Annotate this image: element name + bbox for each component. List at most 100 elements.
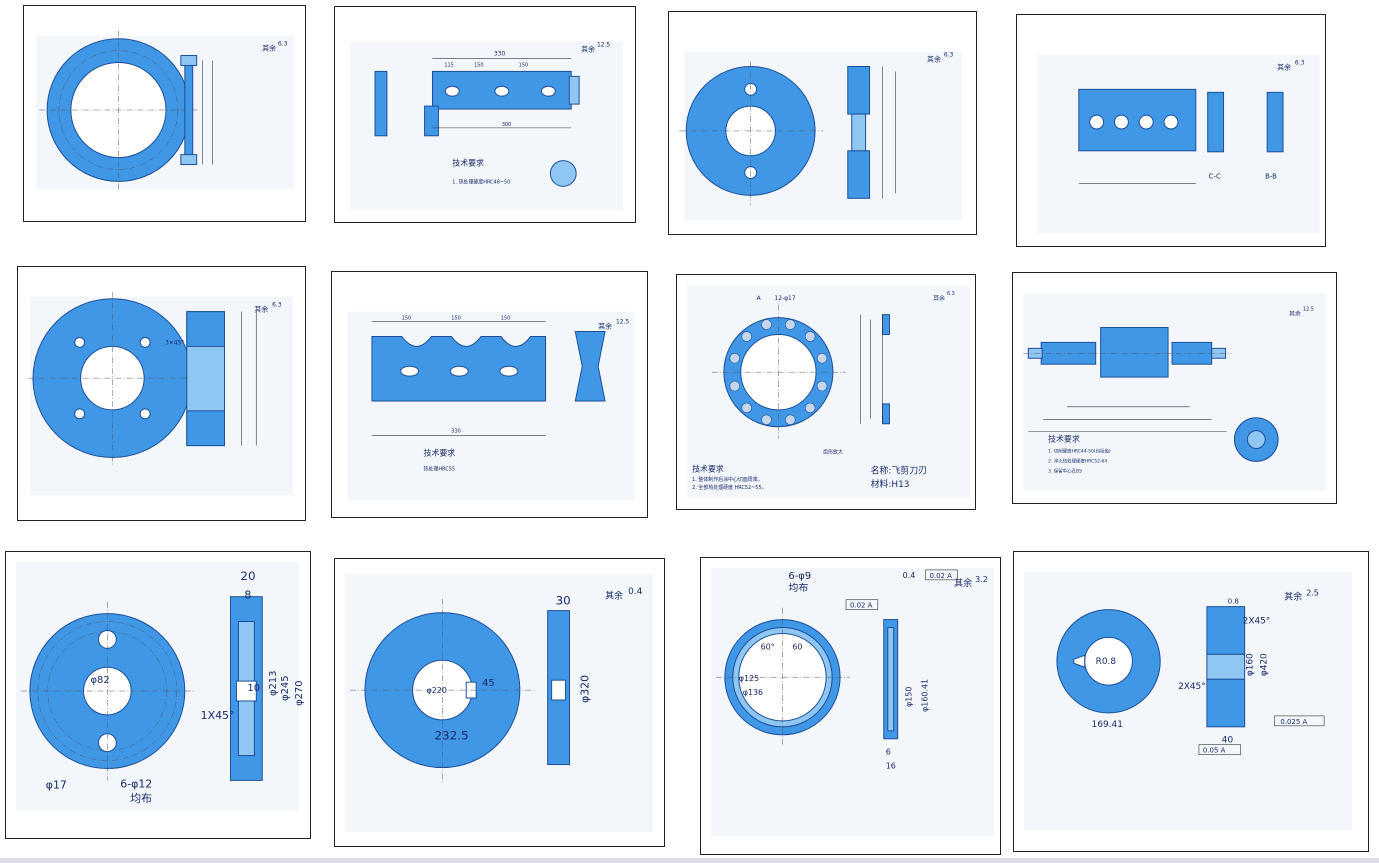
drawing-shape [729,353,741,364]
drawing-shape [1073,654,1086,668]
drawing-shape [785,319,796,330]
dimension-label: 40 [1222,736,1234,746]
dimension-label: 3. 保留中心孔B5 [1048,467,1082,474]
dimension-label: 60 [792,642,802,651]
drawing-shape [74,336,86,348]
dimension-label: R0.8 [1096,657,1117,667]
drawing-shape [761,414,772,426]
drawing-shape [180,55,198,66]
drawing-shape [400,365,420,377]
dimension-label: φ160 [1246,653,1256,676]
drawing-shape [804,331,816,342]
dimension-label: 150 [402,316,411,322]
dimension-label: 2. 全部热处理硬度 HRC52~55。 [692,484,766,491]
drawing-shape [139,408,151,420]
dimension-label: 6 [886,748,891,757]
dimension-label: 169.41 [1092,720,1123,730]
drawing-shape [449,365,469,377]
dimension-label: 6.3 [1295,60,1305,67]
dimension-label: φ213 [268,671,279,696]
dimension-label: 其余 [605,590,623,602]
dimension-label: 其余 [581,45,595,54]
dimension-label: 115 [444,62,453,68]
drawing-shape [851,113,867,152]
dimension-label: 2.5 [1306,589,1319,598]
dimension-label: φ420 [1259,653,1269,676]
drawing-shape [729,380,741,392]
dimension-label: 6-φ12 [120,777,152,790]
dimension-label: 其余 [927,55,941,64]
dimension-label: 其余 [1277,63,1291,72]
drawing-shape [1207,91,1225,153]
drawing-shape [1089,114,1105,130]
dimension-label: 6.3 [947,291,955,297]
dimension-label: 150 [519,62,528,68]
drawing-shape [424,105,439,137]
drawing-shape [1206,606,1246,655]
drawing-shape [494,85,510,97]
drawing-shape [444,85,460,97]
drawing-shape [551,679,567,701]
drawing-shape [235,680,257,702]
drawing-shape [847,150,871,199]
dimension-label: 2X45° [1243,617,1271,627]
drawing-shape [499,365,519,377]
dimension-label: φ245 [280,675,291,700]
drawing-shape [139,336,151,348]
dimension-label: φ125 [739,674,759,683]
drawing-shape [1100,327,1169,378]
dimension-label: 6-φ9 [788,571,811,582]
drawing-shape [180,154,198,166]
dimension-label: 其余 [1289,310,1301,318]
drawing-shape [741,331,752,342]
drawing-shape [845,599,879,610]
drawing-shape [1138,114,1154,130]
dimension-label: 12.5 [1303,307,1314,313]
drawing-shape [804,402,816,414]
dimension-label: 技术要求 [452,158,484,168]
drawing-shape [540,85,556,97]
dimension-label: 名称:飞剪刀刃 [871,464,927,476]
drawing-shape [785,414,796,426]
dimension-label: 0.025 A [1280,718,1307,726]
dimension-label: 其余 [933,294,945,302]
dimension-label: 0.4 [628,587,643,597]
drawing-shape [186,311,225,347]
drawing-shape [1023,292,1326,492]
dimension-label: φ270 [294,680,305,705]
dimension-label: 6.3 [944,52,954,59]
drawing-shape [374,70,388,137]
dimension-label: 330 [451,429,460,435]
dimension-label: 16 [886,762,896,771]
dimension-label: φ160.41 [920,679,929,712]
drawing-shape [847,66,871,115]
dimension-label: 6.3 [272,302,282,309]
dimension-label: B-B [1265,173,1277,181]
drawing-shape [186,410,225,447]
dimension-label: φ220 [427,686,447,695]
dimension-label: 其余 [598,322,612,331]
dimension-label: 300 [502,122,511,128]
dimension-label: 材料:H13 [871,478,910,490]
drawing-shape [184,55,194,166]
dimension-label: 0.02 A [929,572,952,580]
dimension-label: 2. 淬火热处理硬度HRC52-64 [1048,457,1107,464]
dimension-label: 1. 切削硬度HRC44-50(包括齿) [1048,447,1111,454]
dimension-label: 0.05 A [1203,747,1226,755]
drawing-shape [568,75,580,105]
dimension-label: 1. 整体制作后涂中心切面周率。 [692,476,762,483]
drawing-shape [1206,678,1246,728]
dimension-label: φ320 [578,675,591,703]
drawing-shape [1246,430,1266,449]
drawing-roller-shaft: 技术要求 1. 切削硬度HRC44-50(包括齿)2. 淬火热处理硬度HRC52… [1012,272,1337,504]
drawing-shape [1163,114,1179,130]
